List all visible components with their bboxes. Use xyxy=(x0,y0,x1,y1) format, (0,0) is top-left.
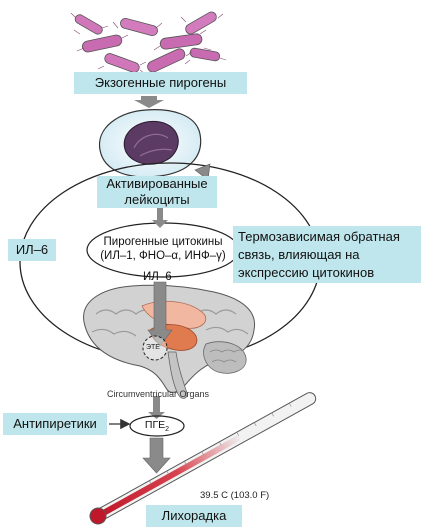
pge2-subscript: 2 xyxy=(165,426,170,434)
il6-left-text: ИЛ–6 xyxy=(15,242,49,257)
pge2-ellipse xyxy=(129,415,185,437)
activated-leukocytes-label: Активированные лейкоциты xyxy=(97,176,217,208)
feedback-label: Термозависимая обратная связь, влияющая … xyxy=(233,226,421,283)
arrow-to-pge2 xyxy=(148,396,165,419)
pge2-label: ПГЕ2 xyxy=(139,419,175,436)
circumventricular-organs-text: Circumventricular Organs xyxy=(107,389,210,399)
antipyretics-label: Антипиретики xyxy=(3,413,107,435)
activated-leukocytes-line2: лейкоциты xyxy=(124,192,190,207)
feedback-line3: экспрессию цитокинов xyxy=(238,265,375,280)
feedback-line2: связь, влияющая на xyxy=(238,247,360,262)
pyrogenic-cytokines-line2: (ИЛ–1, ФНО–α, ИНФ–γ) xyxy=(100,250,226,262)
circumventricular-organs-label: Circumventricular Organs xyxy=(107,389,209,400)
antipyretics-text: Антипиретики xyxy=(13,416,97,431)
il6-left-label: ИЛ–6 xyxy=(8,239,56,261)
fever-label: Лихорадка xyxy=(146,505,242,527)
fever-text: Лихорадка xyxy=(161,508,227,523)
feedback-line1: Термозависимая обратная xyxy=(238,229,400,244)
pge2-main-text: ПГЕ xyxy=(144,419,166,431)
activated-leukocytes-line1: Активированные xyxy=(106,176,208,191)
bacteria-cluster-icon xyxy=(70,11,227,75)
brain-section-icon xyxy=(83,284,256,399)
arrow-to-leukocyte xyxy=(134,96,164,108)
cvo-marker-label: ЭТЕ xyxy=(146,343,160,352)
thermometer-icon xyxy=(89,392,317,525)
pyrogenic-cytokines-line1: Пирогенные цитокины xyxy=(103,236,223,248)
thermometer-reading-text: 39.5 C (103.0 F) xyxy=(200,490,270,501)
thermometer-reading-label: 39.5 C (103.0 F) xyxy=(200,490,269,501)
arrow-to-cytokines xyxy=(152,205,168,228)
cvo-circle xyxy=(142,335,168,361)
exogenous-pyrogens-label: Экзогенные пирогены xyxy=(74,72,247,94)
arrow-to-thermometer xyxy=(142,437,171,474)
pyrogenic-cytokines-label: Пирогенные цитокины (ИЛ–1, ФНО–α, ИНФ–γ) xyxy=(98,235,228,263)
exogenous-pyrogens-text: Экзогенные пирогены xyxy=(94,75,227,90)
cvo-marker-text: ЭТЕ xyxy=(146,344,160,351)
il6-center-label: ИЛ–6 xyxy=(143,270,172,284)
il6-center-text: ИЛ–6 xyxy=(143,271,172,283)
leukocyte-cell-icon xyxy=(99,109,202,178)
arrow-to-hypothalamus xyxy=(147,281,173,347)
